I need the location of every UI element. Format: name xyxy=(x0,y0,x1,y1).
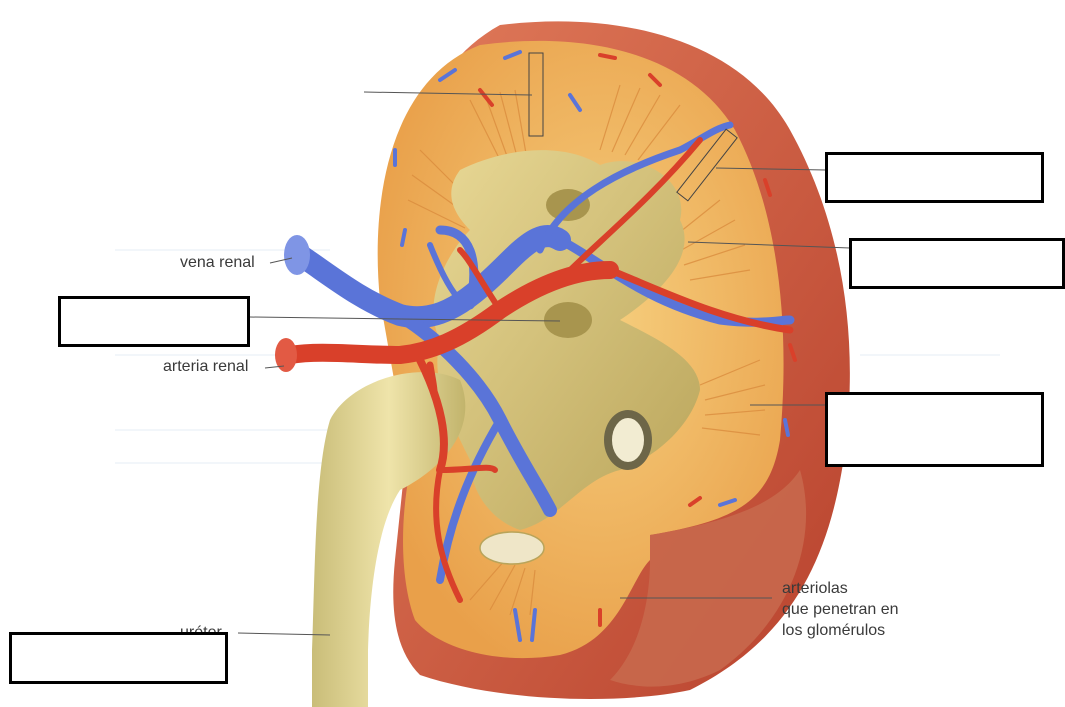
answer-box-left-upper[interactable] xyxy=(58,296,250,347)
answer-box-right-upper[interactable] xyxy=(825,152,1044,203)
label-arteriolas-line2: que penetran en xyxy=(782,600,899,619)
label-arteriolas-line3: los glomérulos xyxy=(782,621,885,640)
calyx-opening xyxy=(612,418,644,462)
answer-box-right-middle[interactable] xyxy=(849,238,1065,289)
label-arteriolas-line1: arteriolas xyxy=(782,579,848,598)
papilla xyxy=(480,532,544,564)
label-arteria-renal: arteria renal xyxy=(163,357,248,376)
answer-box-right-lower[interactable] xyxy=(825,392,1044,467)
label-vena-renal: vena renal xyxy=(180,253,255,272)
answer-box-bottom-left[interactable] xyxy=(9,632,228,684)
calyx-opening xyxy=(544,302,592,338)
vein-stump xyxy=(284,235,310,275)
